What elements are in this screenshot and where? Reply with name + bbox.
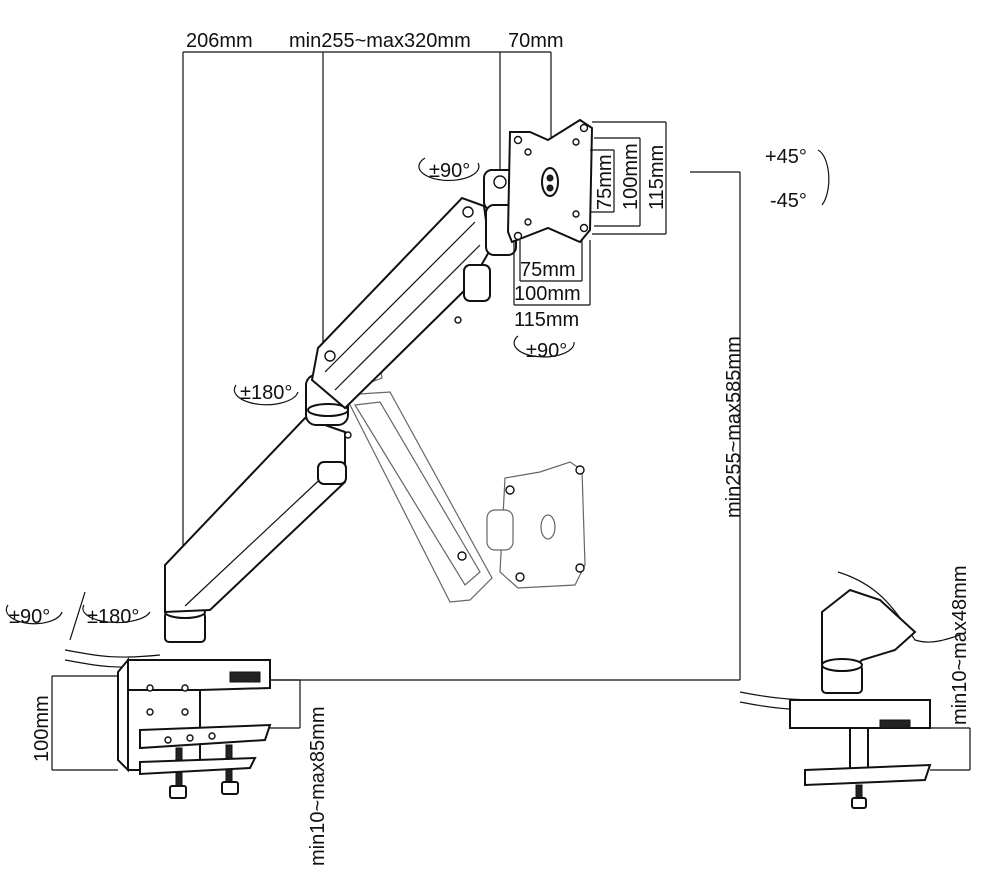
rotation-arrows: [5, 149, 830, 641]
dim-206mm: 206mm: [186, 30, 253, 52]
tilt-up-label: +45°: [765, 146, 807, 168]
grommet-dimension-lines: [930, 727, 971, 771]
main-arm: [164, 169, 517, 643]
rot-base-rotation: ±180°: [87, 606, 139, 628]
vesa-v-100mm: 100mm: [620, 143, 642, 210]
clamp-base: [64, 649, 272, 799]
rot-base-swivel: ±90°: [9, 606, 50, 628]
dim-desk-thickness: min10~max85mm: [307, 706, 329, 866]
vesa-v-75mm: 75mm: [594, 154, 616, 210]
rot-screen: ±90°: [526, 340, 567, 362]
vesa-vertical-dim-lines: [590, 121, 667, 235]
vesa-h-115mm: 115mm: [514, 309, 579, 331]
dim-70mm: 70mm: [508, 30, 564, 52]
top-dimension-lines: [182, 51, 552, 545]
vesa-h-75mm: 75mm: [520, 259, 576, 281]
dim-height-range: min255~max585mm: [723, 336, 745, 518]
rot-head-swivel: ±90°: [429, 160, 470, 182]
dim-grommet-thickness: min10~max48mm: [949, 565, 971, 725]
clamp-dimension-lines: [51, 675, 301, 771]
vesa-horizontal-dim-lines: [513, 240, 591, 306]
vesa-plate: [506, 118, 594, 244]
ghost-arm-lowered: [339, 331, 586, 603]
vesa-v-115mm: 115mm: [646, 145, 668, 210]
dim-arm-span: min255~max320mm: [289, 30, 471, 52]
rot-elbow: ±180°: [240, 382, 292, 404]
tilt-down-label: -45°: [770, 190, 807, 212]
dim-clamp-100mm: 100mm: [31, 695, 53, 762]
height-dimension-lines: [270, 171, 741, 681]
vesa-h-100mm: 100mm: [514, 283, 581, 305]
grommet-base: [739, 571, 961, 809]
